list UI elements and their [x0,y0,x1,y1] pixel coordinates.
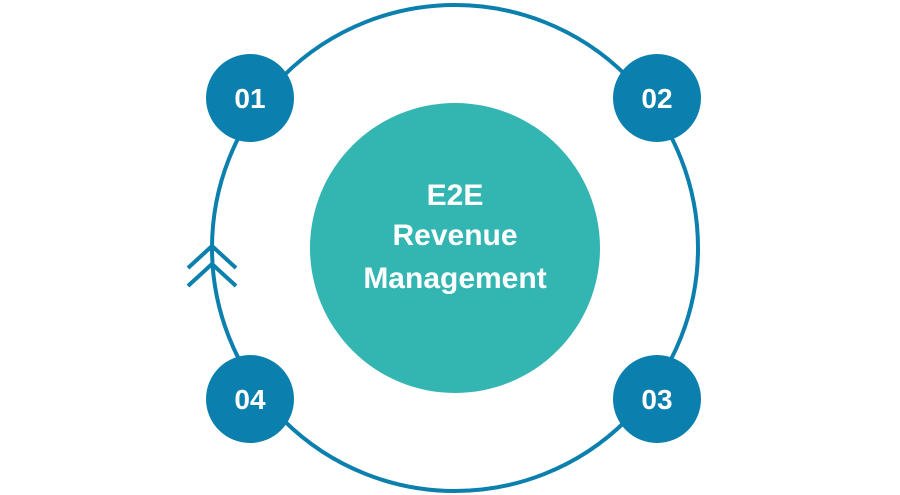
step-circle [613,54,701,142]
step-node-02: 02 [613,54,701,142]
double-chevron-up-icon [186,243,238,288]
center-title-line-1: E2E [427,179,484,212]
step-label: 01 [234,83,265,114]
center-circle [310,103,600,393]
step-label: 03 [641,384,672,415]
step-node-04: 04 [206,355,294,443]
step-circle [206,54,294,142]
center-node: E2E Revenue Management [310,103,600,393]
center-title-line-2: Revenue [392,219,517,252]
center-title-line-3: Management [363,262,546,295]
step-label: 04 [234,384,266,415]
step-node-01: 01 [206,54,294,142]
step-circle [206,355,294,443]
step-circle [613,355,701,443]
step-node-03: 03 [613,355,701,443]
step-label: 02 [641,83,672,114]
